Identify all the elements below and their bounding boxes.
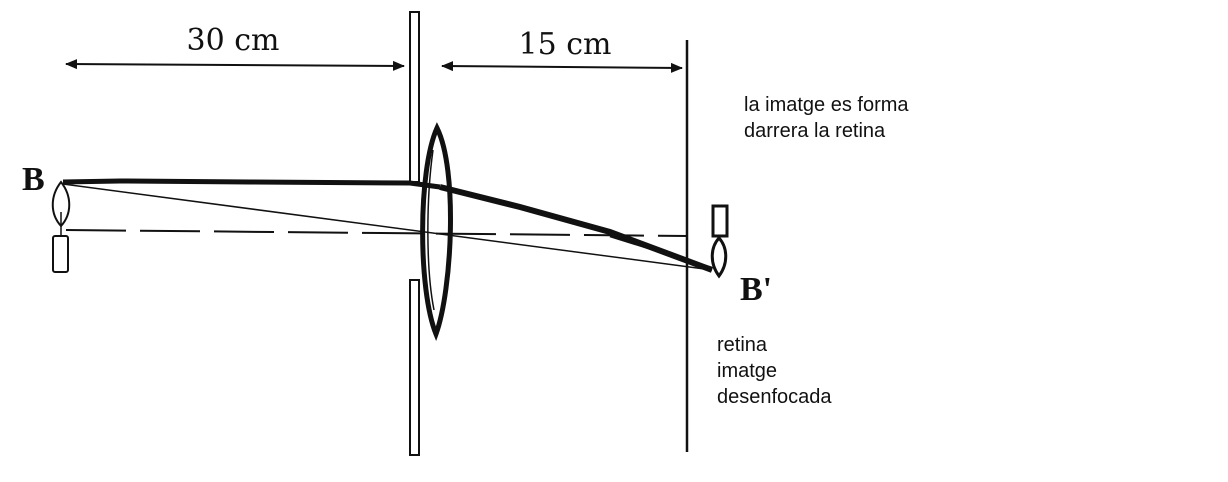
optical-axis xyxy=(65,229,689,237)
point-label-object: B xyxy=(22,161,45,198)
ray-refracted-thick xyxy=(439,184,714,273)
distance-label-lens-retina: 15 cm xyxy=(519,27,612,62)
note-line: imatge xyxy=(717,360,778,382)
lens-highlight xyxy=(427,149,435,311)
candle-body xyxy=(52,235,69,273)
aperture-plate-bottom xyxy=(409,279,420,456)
note-line: darrera la retina xyxy=(744,120,886,142)
note-line: la imatge es forma xyxy=(744,94,909,116)
dimension-arrow-object-lens xyxy=(65,59,405,71)
note-image-behind-retina: la imatge es forma darrera la retina xyxy=(744,92,909,144)
image-candle-body xyxy=(711,204,729,238)
ray-lower-guide xyxy=(609,234,713,270)
image-flame-inverted xyxy=(710,235,728,279)
dimension-arrow-lens-retina xyxy=(441,61,683,73)
ray-through-center xyxy=(62,183,713,271)
point-label-image: B' xyxy=(740,271,772,308)
note-line: retina xyxy=(717,334,768,356)
note-line: desenfocada xyxy=(717,386,832,408)
aperture-plate-top xyxy=(409,11,420,183)
distance-label-object-lens: 30 cm xyxy=(187,23,280,58)
converging-lens xyxy=(420,122,453,341)
ray-parallel-top xyxy=(62,178,441,190)
note-retina-blurred-image: retina imatge desenfocada xyxy=(717,332,832,410)
